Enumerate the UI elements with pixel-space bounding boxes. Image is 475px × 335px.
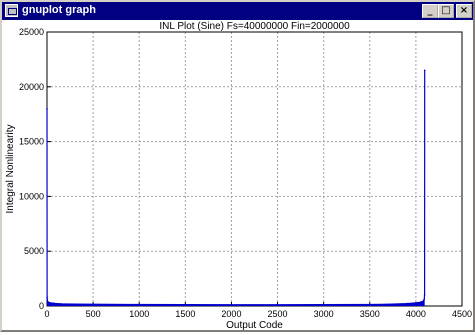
axis-ticks: 0 500 1000 1500 2000 2500 3000 3500 4000 4500 0 500… [19, 27, 472, 319]
data-point [46, 298, 48, 301]
data-point [276, 303, 279, 306]
data-point [422, 300, 425, 302]
data-point [53, 302, 56, 305]
x-tick-label: 1000 [129, 309, 149, 319]
data-point [415, 302, 417, 304]
close-icon: × [459, 5, 469, 16]
x-tick-label: 0 [44, 309, 49, 319]
maximize-button[interactable]: □ [438, 4, 454, 18]
y-tick-label: 20000 [19, 82, 44, 92]
x-tick-label: 2500 [268, 309, 288, 319]
maximize-icon: □ [441, 5, 451, 16]
data-point [60, 303, 62, 305]
x-tick-label: 4500 [452, 309, 472, 319]
y-tick-label: 0 [39, 301, 44, 311]
data-point [46, 296, 48, 299]
minimize-icon: _ [427, 5, 433, 16]
data-point [49, 302, 52, 304]
data-point [423, 298, 425, 301]
x-tick-label: 1500 [175, 309, 195, 319]
plot-border [46, 31, 463, 307]
x-tick-label: 500 [86, 309, 101, 319]
chart-title: INL Plot (Sine) Fs=40000000 Fin=2000000 [159, 21, 350, 32]
data-point [322, 303, 325, 306]
data-point [48, 301, 50, 304]
x-tick-label: 3000 [314, 309, 334, 319]
y-tick-label: 5000 [24, 246, 44, 256]
series-noise-band [47, 295, 425, 306]
data-point [92, 303, 94, 306]
app-icon[interactable] [5, 4, 18, 17]
data-point [138, 303, 141, 306]
window-title: gnuplot graph [22, 4, 96, 16]
data-point [419, 301, 422, 303]
x-tick-label: 4000 [406, 309, 426, 319]
minimize-button[interactable]: _ [422, 4, 438, 18]
x-tick-label: 3500 [360, 309, 380, 319]
data-point [423, 294, 426, 296]
grid [47, 32, 462, 306]
y-tick-label: 15000 [19, 137, 44, 147]
close-button[interactable]: × [456, 4, 472, 18]
y-axis-label: Integral Nonlinearity [5, 125, 16, 214]
title-bar[interactable]: gnuplot graph _ □ × [2, 2, 473, 20]
series-layer [46, 69, 426, 306]
data-point [387, 303, 390, 306]
x-axis-label: Output Code [226, 320, 283, 330]
y-tick-label: 25000 [19, 27, 44, 37]
y-tick-label: 10000 [19, 191, 44, 201]
data-point [230, 303, 233, 306]
data-point [46, 107, 48, 110]
data-point [73, 303, 76, 305]
x-tick-label: 2000 [221, 309, 241, 319]
series-line [46, 70, 426, 306]
plot-area: 0 500 1000 1500 2000 2500 3000 3500 4000 4500 0 500… [2, 20, 473, 331]
data-point [368, 303, 371, 306]
data-point [423, 69, 426, 72]
data-point [184, 303, 187, 306]
inl-chart: 0 500 1000 1500 2000 2500 3000 3500 4000 4500 0 500… [5, 21, 472, 331]
data-point [405, 302, 408, 305]
